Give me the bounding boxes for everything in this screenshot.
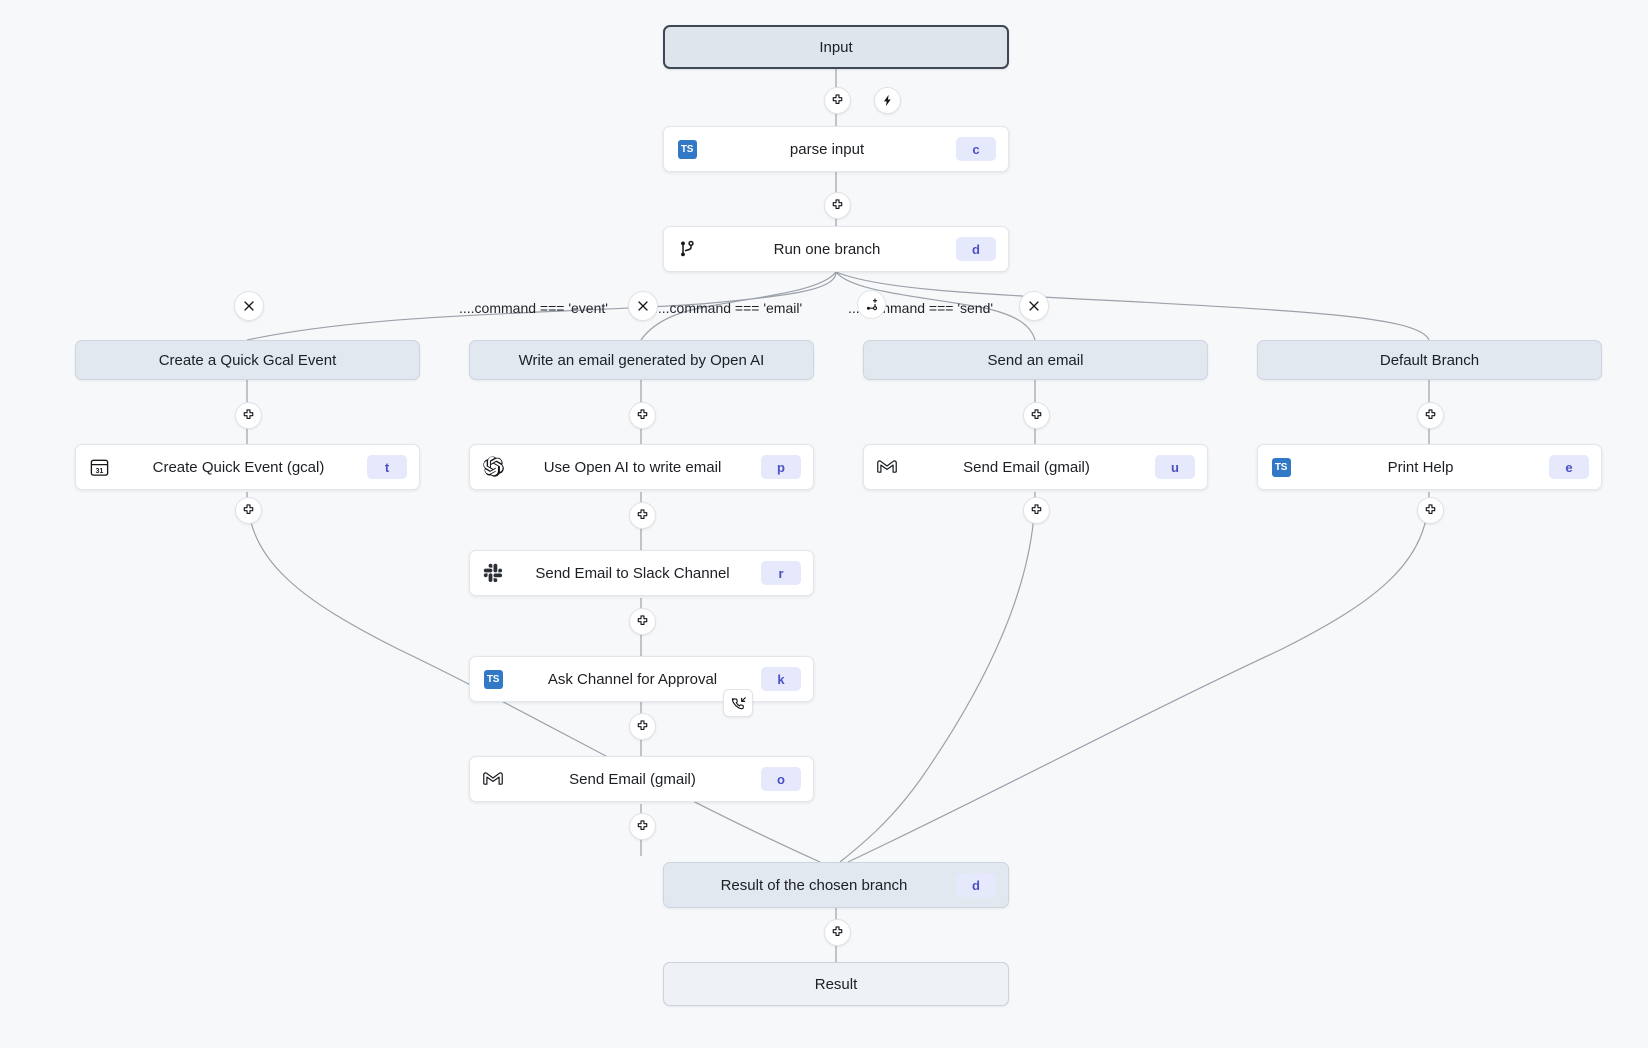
- branch-condition-1: ....command === 'event': [459, 300, 608, 316]
- google-calendar-icon: 31: [86, 454, 112, 480]
- plus-icon: [832, 94, 843, 104]
- git-branch-icon: [674, 236, 700, 262]
- node-parse-input-label: parse input: [789, 140, 865, 158]
- branch-header-4-label: Default Branch: [1379, 351, 1480, 369]
- node-parse-input[interactable]: TS parse input c: [663, 126, 1009, 172]
- plus-icon: [1031, 409, 1042, 419]
- node-send-email-gmail-branch3-label: Send Email (gmail): [963, 458, 1090, 476]
- node-print-help-badge[interactable]: e: [1549, 455, 1589, 479]
- plus-icon: [637, 509, 648, 519]
- plus-icon: [637, 409, 648, 419]
- callback-icon: [731, 696, 746, 709]
- add-step-button-after-collector[interactable]: [824, 919, 851, 946]
- node-send-email-slack-badge[interactable]: r: [761, 561, 801, 585]
- branch-header-3[interactable]: Send an email: [863, 340, 1208, 380]
- add-step-button-branch-4[interactable]: [1417, 402, 1444, 429]
- openai-icon: [480, 454, 506, 480]
- branch-header-4[interactable]: Default Branch: [1257, 340, 1602, 380]
- plus-icon: [243, 409, 254, 419]
- branch-header-2-label: Write an email generated by Open AI: [518, 351, 765, 369]
- add-step-button-branch-3-end[interactable]: [1023, 497, 1050, 524]
- add-branch-icon: [866, 298, 877, 310]
- plus-icon: [637, 615, 648, 625]
- node-input[interactable]: Input: [663, 25, 1009, 69]
- add-step-button-branch-1[interactable]: [235, 402, 262, 429]
- add-step-button-after-parse-input[interactable]: [824, 192, 851, 219]
- add-step-button-branch-2-a[interactable]: [629, 502, 656, 529]
- branch-header-1-label: Create a Quick Gcal Event: [158, 351, 337, 369]
- node-send-email-gmail-branch2[interactable]: Send Email (gmail) o: [469, 756, 814, 802]
- branch-header-2[interactable]: Write an email generated by Open AI: [469, 340, 814, 380]
- node-send-email-gmail-branch3[interactable]: Send Email (gmail) u: [863, 444, 1208, 490]
- node-create-quick-event-label: Create Quick Event (gcal): [152, 458, 325, 476]
- typescript-icon: TS: [1268, 454, 1294, 480]
- plus-icon: [243, 504, 254, 514]
- node-input-label: Input: [819, 38, 853, 56]
- add-step-button-after-input[interactable]: [824, 87, 851, 114]
- plus-icon: [832, 926, 843, 936]
- node-create-quick-event[interactable]: 31 Create Quick Event (gcal) t: [75, 444, 420, 490]
- close-icon: [638, 301, 648, 311]
- node-result-of-chosen-branch-label: Result of the chosen branch: [720, 876, 908, 894]
- delete-branch-button-2[interactable]: [628, 291, 658, 321]
- node-run-one-branch[interactable]: Run one branch d: [663, 226, 1009, 272]
- node-send-email-gmail-branch2-badge[interactable]: o: [761, 767, 801, 791]
- branch-condition-2: ....command === 'email': [654, 300, 803, 316]
- close-icon: [244, 301, 254, 311]
- node-use-openai[interactable]: Use Open AI to write email p: [469, 444, 814, 490]
- plus-icon: [832, 199, 843, 209]
- node-ask-channel-approval-badge[interactable]: k: [761, 667, 801, 691]
- gmail-icon: [874, 454, 900, 480]
- node-print-help[interactable]: TS Print Help e: [1257, 444, 1602, 490]
- node-use-openai-label: Use Open AI to write email: [543, 458, 722, 476]
- node-run-one-branch-label: Run one branch: [773, 240, 881, 258]
- node-print-help-label: Print Help: [1387, 458, 1454, 476]
- add-branch-button[interactable]: [857, 290, 886, 319]
- typescript-icon: TS: [480, 666, 506, 692]
- plus-icon: [1425, 409, 1436, 419]
- trigger-button[interactable]: [874, 87, 901, 114]
- plus-icon: [637, 820, 648, 830]
- node-run-one-branch-badge[interactable]: d: [956, 237, 996, 261]
- node-result-of-chosen-branch-badge[interactable]: d: [956, 873, 996, 897]
- plus-icon: [1031, 504, 1042, 514]
- node-send-email-slack[interactable]: Send Email to Slack Channel r: [469, 550, 814, 596]
- add-step-button-branch-4-end[interactable]: [1417, 497, 1444, 524]
- node-result-label: Result: [814, 975, 858, 993]
- typescript-icon: TS: [674, 136, 700, 162]
- add-step-button-branch-2-end[interactable]: [629, 813, 656, 840]
- plus-icon: [1425, 504, 1436, 514]
- branch-header-3-label: Send an email: [987, 351, 1084, 369]
- node-send-email-gmail-branch3-badge[interactable]: u: [1155, 455, 1195, 479]
- gmail-icon: [480, 766, 506, 792]
- lightning-icon: [883, 94, 891, 107]
- branch-header-1[interactable]: Create a Quick Gcal Event: [75, 340, 420, 380]
- delete-branch-button-1[interactable]: [234, 291, 264, 321]
- node-send-email-slack-label: Send Email to Slack Channel: [535, 564, 730, 582]
- add-step-button-branch-3[interactable]: [1023, 402, 1050, 429]
- add-step-button-branch-2-c[interactable]: [629, 713, 656, 740]
- node-create-quick-event-badge[interactable]: t: [367, 455, 407, 479]
- slack-icon: [480, 560, 506, 586]
- suspend-callback-chip[interactable]: [723, 689, 753, 717]
- node-send-email-gmail-branch2-label: Send Email (gmail): [569, 770, 696, 788]
- node-use-openai-badge[interactable]: p: [761, 455, 801, 479]
- plus-icon: [637, 720, 648, 730]
- add-step-button-branch-2[interactable]: [629, 402, 656, 429]
- add-step-button-branch-1-end[interactable]: [235, 497, 262, 524]
- node-result-of-chosen-branch[interactable]: Result of the chosen branch d: [663, 862, 1009, 908]
- add-step-button-branch-2-b[interactable]: [629, 608, 656, 635]
- node-parse-input-badge[interactable]: c: [956, 137, 996, 161]
- node-ask-channel-approval[interactable]: TS Ask Channel for Approval k: [469, 656, 814, 702]
- node-ask-channel-approval-label: Ask Channel for Approval: [547, 670, 718, 688]
- svg-text:31: 31: [95, 467, 103, 474]
- delete-branch-button-3[interactable]: [1019, 291, 1049, 321]
- close-icon: [1029, 301, 1039, 311]
- node-result[interactable]: Result: [663, 962, 1009, 1006]
